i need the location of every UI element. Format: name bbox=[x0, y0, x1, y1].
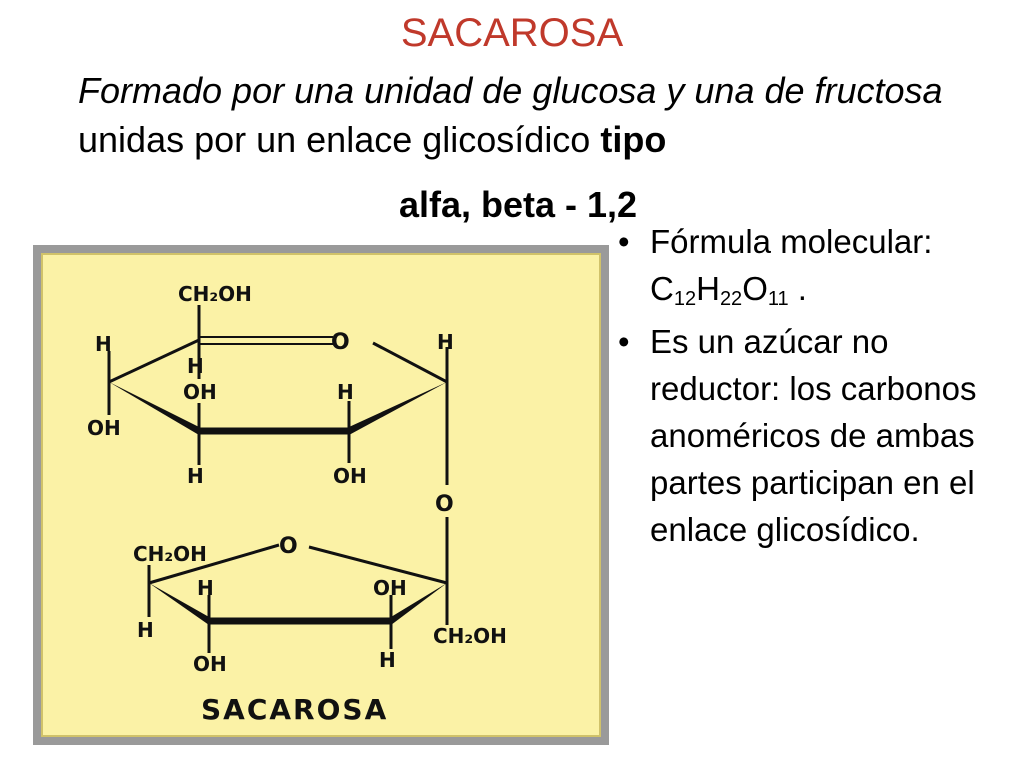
label-ch2oh-bottom-right: CH₂OH bbox=[433, 624, 507, 648]
label-oh-c2-bottom: OH bbox=[333, 464, 367, 488]
label-ch2oh-bottom-left: CH₂OH bbox=[133, 542, 207, 566]
label-h-c5: H bbox=[187, 354, 204, 378]
subtitle-bold-1: tipo bbox=[600, 119, 667, 160]
glucose-wedge-left bbox=[109, 382, 199, 435]
label-oh-b-bottom: OH bbox=[193, 652, 227, 676]
bullet-list: Fórmula molecular: C12H22O11 . Es un azú… bbox=[612, 218, 1012, 559]
bullet-formula-text: Fórmula molecular: bbox=[650, 223, 933, 260]
label-ch2oh-top: CH₂OH bbox=[178, 282, 252, 306]
label-h-c3: H bbox=[337, 380, 354, 404]
bullet-non-reducing-text: Es un azúcar no reductor: los carbonos a… bbox=[650, 323, 977, 548]
fructose-wedge-left bbox=[149, 583, 209, 625]
bullet-formula: Fórmula molecular: C12H22O11 . bbox=[612, 218, 1012, 312]
glucose-wedge-right bbox=[349, 382, 447, 435]
subtitle-normal: unidas por un enlace glicosídico bbox=[78, 119, 601, 160]
label-o-bridge: O bbox=[435, 492, 454, 517]
slide-title: SACAROSA bbox=[400, 11, 624, 55]
label-h-top-right: H bbox=[437, 330, 454, 354]
label-o-ring-bottom: O bbox=[279, 534, 298, 559]
label-oh-b2: OH bbox=[373, 576, 407, 600]
fructose-ring bbox=[147, 517, 449, 653]
label-o-ring-top: O bbox=[331, 330, 350, 355]
label-h-b-right-bottom: H bbox=[379, 648, 396, 672]
sucrose-structure-diagram: CH₂OH O H H H OH H OH H OH O CH₂OH O H O… bbox=[87, 282, 507, 726]
glucose-ring bbox=[107, 305, 449, 485]
glucose-bond-top-left bbox=[108, 338, 200, 384]
diagram-caption: SACAROSA bbox=[201, 693, 388, 726]
fructose-bond-left-top bbox=[148, 543, 280, 585]
subtitle-italic: Formado por una unidad de glucosa y una … bbox=[78, 70, 943, 111]
label-h-b-left: H bbox=[137, 618, 154, 642]
glucose-bond-top-right bbox=[372, 341, 448, 384]
label-oh-c1: OH bbox=[87, 416, 121, 440]
label-h-c4-bottom: H bbox=[187, 464, 204, 488]
label-oh-c4: OH bbox=[183, 380, 217, 404]
subtitle-bold-2: alfa, beta - 1,2 bbox=[398, 184, 638, 225]
sucrose-figure: CH₂OH O H H H OH H OH H OH O CH₂OH O H O… bbox=[33, 245, 609, 745]
label-h-b1: H bbox=[197, 576, 214, 600]
slide-subtitle: Formado por una unidad de glucosa y una … bbox=[78, 66, 958, 229]
fructose-wedge-right bbox=[391, 583, 447, 625]
molecular-formula: C12H22O11 . bbox=[650, 270, 807, 310]
bullet-non-reducing: Es un azúcar no reductor: los carbonos a… bbox=[612, 318, 1012, 553]
fructose-bond-right-top bbox=[308, 545, 448, 585]
sucrose-figure-panel: CH₂OH O H H H OH H OH H OH O CH₂OH O H O… bbox=[41, 253, 601, 737]
label-h-top-left: H bbox=[95, 332, 112, 356]
